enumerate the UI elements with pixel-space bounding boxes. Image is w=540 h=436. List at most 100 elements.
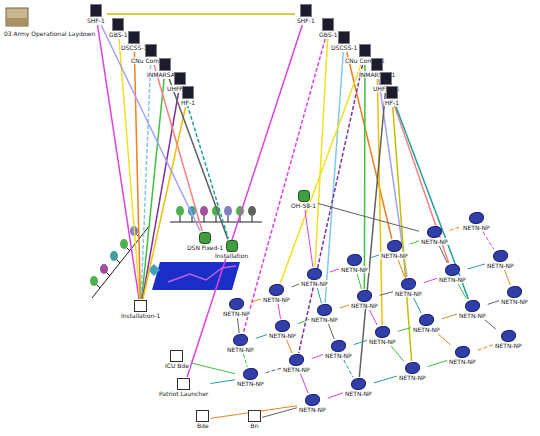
node-label: HF-1 — [384, 99, 400, 106]
link-line — [428, 360, 447, 366]
net-icon — [305, 394, 320, 406]
net-icon — [229, 298, 244, 310]
box-icon — [248, 410, 261, 422]
net-icon — [275, 320, 290, 332]
box-node: Bde — [196, 410, 210, 429]
net-icon — [401, 278, 416, 290]
net-icon — [469, 212, 484, 224]
link-line — [142, 79, 164, 299]
link-line — [256, 335, 267, 339]
link-line — [439, 246, 447, 263]
box-icon — [196, 410, 209, 422]
sat-icon — [145, 44, 157, 57]
node-label: Bn — [250, 422, 260, 429]
net-icon — [289, 354, 304, 366]
link-line — [364, 65, 366, 289]
node-label: HF-1 — [180, 99, 196, 106]
node-label: GBS-1 — [108, 31, 128, 38]
node-label: NETN-NP — [438, 276, 467, 283]
net-node: NETN-NP — [282, 354, 311, 373]
net-node: NETN-NP — [340, 254, 369, 273]
sat-icon — [128, 31, 140, 44]
node-label: NETN-NP — [458, 312, 487, 319]
ground-icon — [199, 232, 211, 244]
node-label: NETN-NP — [368, 338, 397, 345]
link-line — [330, 269, 339, 272]
net-node: NETN-NP — [368, 326, 397, 345]
net-node: NETN-NP — [236, 368, 265, 387]
link-line — [252, 299, 261, 302]
node-label: NETN-NP — [340, 266, 369, 273]
net-node: NETN-NP — [324, 340, 353, 359]
net-node: NETN-NP — [268, 320, 297, 339]
route-line — [168, 266, 236, 282]
link-line — [357, 274, 361, 289]
link-line — [305, 210, 313, 267]
link-line — [278, 304, 281, 319]
ground-node: DSN Fixed-1 — [186, 232, 224, 251]
link-line — [318, 203, 419, 231]
net-icon — [445, 264, 460, 276]
sat-node: GBS-1 — [108, 18, 128, 38]
link-line — [134, 52, 140, 299]
sat-node: SHF-1 — [296, 4, 316, 24]
node-label: NETN-NP — [298, 406, 327, 413]
node-label: NETN-NP — [420, 238, 449, 245]
net-node: NETN-NP — [226, 334, 255, 353]
net-icon — [243, 368, 258, 380]
sat-icon — [380, 72, 392, 85]
link-line — [107, 13, 295, 15]
net-icon — [351, 378, 366, 390]
net-icon — [507, 286, 522, 298]
link-line — [442, 314, 457, 319]
link-line — [424, 278, 437, 282]
node-label: DSN Fixed-1 — [186, 244, 224, 251]
link-line — [380, 292, 393, 296]
link-line — [370, 255, 379, 258]
link-line — [184, 93, 229, 239]
link-line — [450, 227, 461, 231]
sat-icon — [359, 44, 371, 57]
box-node: Bn — [248, 410, 261, 429]
link-line — [287, 340, 292, 353]
node-label: NETN-NP — [350, 302, 379, 309]
net-icon — [307, 268, 322, 280]
link-line — [98, 25, 139, 299]
net-node: NETN-NP — [380, 240, 409, 259]
node-label: Patriot Launcher — [158, 390, 209, 397]
link-line — [488, 301, 499, 305]
net-icon — [493, 250, 508, 262]
node-label: NETN-NP — [448, 358, 477, 365]
net-icon — [233, 334, 248, 346]
link-line — [280, 65, 361, 283]
node-label: NETN-NP — [236, 380, 265, 387]
node-label: GBS-1 — [318, 31, 338, 38]
node-label: NETN-NP — [486, 262, 515, 269]
node-label: SHF-1 — [86, 17, 106, 24]
net-icon — [419, 314, 434, 326]
net-icon — [347, 254, 362, 266]
box-icon — [170, 350, 183, 362]
ground-node: Installation — [214, 240, 249, 259]
link-line — [119, 39, 140, 299]
node-label: NETN-NP — [494, 342, 523, 349]
link-line — [478, 345, 493, 350]
net-node: NETN-NP — [486, 250, 515, 269]
link-line — [187, 25, 302, 377]
link-line — [468, 264, 485, 269]
net-node: NETN-NP — [438, 264, 467, 283]
sat-icon — [112, 18, 124, 31]
sat-icon — [322, 18, 334, 31]
link-line — [391, 346, 404, 361]
link-line — [301, 374, 309, 393]
link-line — [410, 241, 419, 244]
link-line — [398, 328, 411, 332]
net-icon — [501, 330, 516, 342]
link-line — [390, 93, 449, 263]
link-line — [374, 376, 397, 383]
net-icon — [387, 240, 402, 252]
sat-node: DSCSS-1 — [330, 31, 358, 51]
net-node: NETN-NP — [300, 268, 329, 287]
node-label: OH-58-1 — [290, 202, 317, 209]
